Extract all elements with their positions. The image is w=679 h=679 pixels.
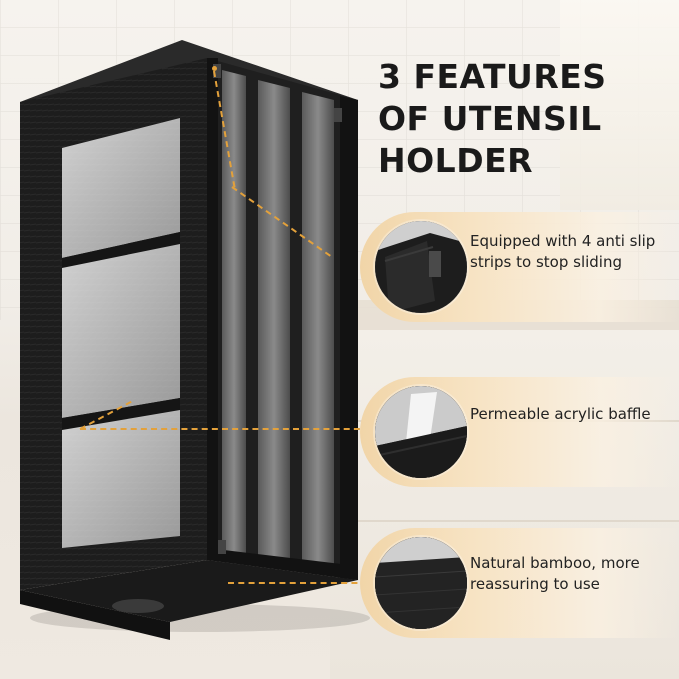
callout-dot-1 (212, 66, 217, 71)
feature-text-1: Equipped with 4 anti slip strips to stop… (470, 232, 656, 271)
cabinet-seam (330, 520, 679, 522)
headline-title: 3 FEATURES OF UTENSIL HOLDER (378, 57, 607, 180)
kitchen-window (560, 0, 679, 210)
callout-line-3 (228, 582, 378, 584)
bamboo-texture-closeup-icon (375, 537, 467, 629)
feature-text-2: Permeable acrylic baffle (470, 405, 651, 423)
anti-slip-corner-closeup-icon (375, 221, 467, 313)
feature-text-3: Natural bamboo, more reassuring to use (470, 554, 640, 593)
acrylic-baffle-closeup-icon (375, 386, 467, 478)
callout-line-2 (80, 428, 370, 430)
